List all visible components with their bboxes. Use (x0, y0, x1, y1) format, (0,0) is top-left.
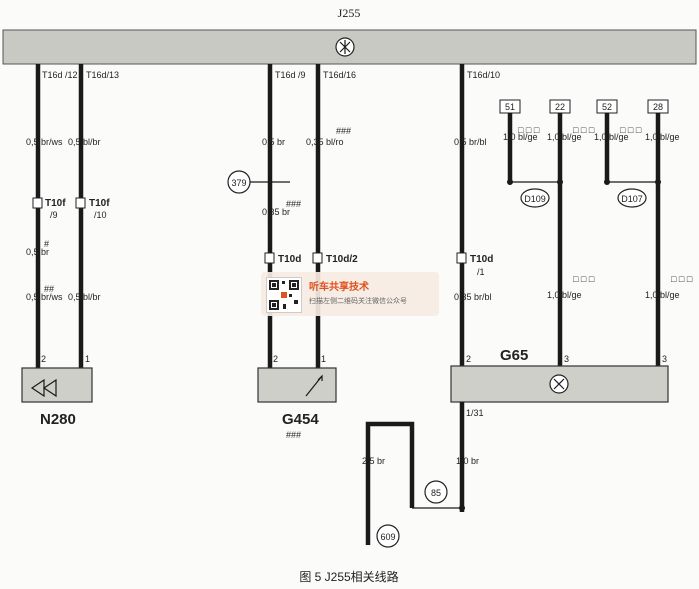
splice-dot (507, 179, 513, 185)
valve-icon (30, 378, 57, 398)
pin-number: 1 (85, 354, 90, 364)
pin-number: 3 (662, 354, 667, 364)
pin-number: 2 (466, 354, 471, 364)
wire-label: 1,0 br (456, 456, 479, 466)
splice-dot (557, 179, 563, 185)
connector-label-t16d-16: T16d/16 (323, 70, 356, 80)
terminal-label: 22 (555, 102, 565, 112)
watermark-subtitle: 扫描左侧二维码关注微信公众号 (309, 298, 407, 305)
connector-symbol-icon (32, 197, 43, 209)
watermark-title: 听车共享技术 (309, 282, 369, 293)
wire-label: 1,0 bl/ge (645, 132, 680, 142)
splice-dot (604, 179, 610, 185)
connector-t10d-3: T10d (278, 254, 301, 265)
ground-point-609 (376, 524, 400, 548)
wire-label: 0,5 bl/br (68, 137, 101, 147)
watermark-banner: 听车共享技术 扫描左侧二维码关注微信公众号 (261, 272, 439, 316)
component-label-g65: G65 (500, 347, 528, 364)
wire-label: 1,0 bl/ge (645, 290, 680, 300)
wire-label: 0,5 br/bl (454, 137, 487, 147)
connector-symbol-icon (75, 197, 86, 209)
connector-label-t16d-10: T16d/10 (467, 70, 500, 80)
wire-label: 2,5 br (362, 456, 385, 466)
unprinted-mark: □ □ □ (620, 125, 642, 135)
wire-label: 0,5 br (262, 137, 285, 147)
connector-label-t16d-9: T16d /9 (275, 70, 306, 80)
unprinted-mark: □ □ □ (671, 274, 693, 284)
variant-mark: ### (336, 126, 351, 136)
ground-label: 609 (380, 532, 395, 542)
connector-pin: /1 (477, 267, 485, 277)
component-n280-box (21, 367, 93, 403)
terminal-label: 28 (653, 102, 663, 112)
component-g454-box (257, 367, 337, 403)
qr-pattern (269, 280, 299, 310)
wire-10 (365, 421, 415, 545)
qr-code-icon (266, 277, 302, 313)
connector-pin: /9 (50, 210, 58, 220)
variant-mark: ### (286, 199, 301, 209)
pin-number: 3 (564, 354, 569, 364)
wire-label: 0,5 br/ws (26, 292, 63, 302)
module-label-j255: J255 (338, 6, 361, 20)
cross-icon (339, 40, 351, 54)
variant-mark: ## (44, 284, 54, 294)
connector-t10d-1: T10d (470, 254, 493, 265)
wire-label: 0,35 bl/ro (306, 137, 344, 147)
connector-t10f-10: T10f (89, 198, 110, 209)
pin-number: 2 (41, 354, 46, 364)
splice-label: D109 (524, 194, 546, 204)
wire-label: 1,0 bl/ge (503, 132, 538, 142)
ground-point-85 (424, 480, 448, 504)
cross-icon (553, 378, 565, 390)
unprinted-mark: □ □ □ (573, 125, 595, 135)
connector-symbol-icon (312, 252, 323, 264)
splice-d107 (617, 188, 647, 208)
wire-label: 0,35 br (262, 207, 290, 217)
wire-label: 0,5 br (26, 247, 49, 257)
splice-label: D107 (621, 194, 643, 204)
connector-label-t16d-13: T16d/13 (86, 70, 119, 80)
connector-label-t16d-12: T16d /12 (42, 70, 78, 80)
junction-label: 379 (231, 178, 246, 188)
pin-number: 1/31 (466, 408, 484, 418)
wire-label: 1,0 bl/ge (594, 132, 629, 142)
connector-symbol-icon (456, 252, 467, 264)
variant-mark: # (44, 239, 49, 249)
pin-number: 2 (273, 354, 278, 364)
connector-symbol-icon (264, 252, 275, 264)
component-label-g454: G454 (282, 411, 319, 428)
component-label-n280: N280 (40, 411, 76, 428)
pin-number: 1 (321, 354, 326, 364)
connector-t10d-2: T10d/2 (326, 254, 358, 265)
terminal-label: 51 (505, 102, 515, 112)
splice-d109 (520, 188, 550, 208)
connector-t10f-9: T10f (45, 198, 66, 209)
wire-label: 0,35 br/bl (454, 292, 492, 302)
unprinted-mark: □ □ □ (573, 274, 595, 284)
sensor-icon (305, 374, 323, 397)
variant-mark: ### (286, 430, 301, 440)
splice-dot (655, 179, 661, 185)
splice-dot (459, 505, 465, 511)
terminal-label: 52 (602, 102, 612, 112)
figure-caption: 图 5 J255相关线路 (299, 569, 398, 584)
wire-label: 1,0 bl/ge (547, 290, 582, 300)
wire-label: 0,5 bl/br (68, 292, 101, 302)
wire-label: 1,0 bl/ge (547, 132, 582, 142)
wire-label: 0,5 br/ws (26, 137, 63, 147)
connector-pin: /10 (94, 210, 107, 220)
unprinted-mark: □ □ □ (518, 125, 540, 135)
ground-label: 85 (431, 488, 441, 498)
